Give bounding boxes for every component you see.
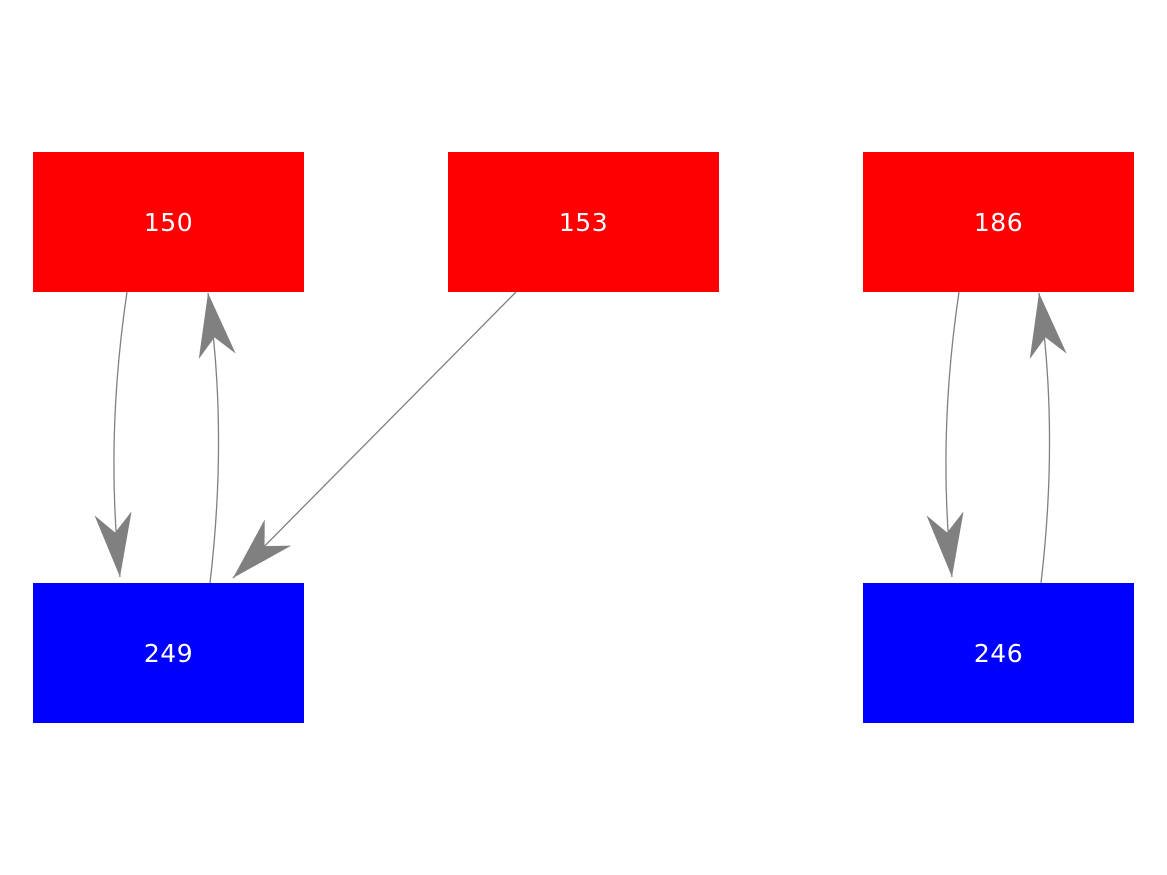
node-153: 153 [448, 152, 719, 292]
edge-246-to-186 [1029, 292, 1067, 584]
edge-153-to-249 [232, 291, 517, 579]
node-186: 186 [863, 152, 1134, 292]
node-150-label: 150 [143, 207, 194, 237]
node-150: 150 [33, 152, 304, 292]
edge-186-to-246 [926, 291, 964, 578]
node-246-label: 246 [973, 638, 1024, 668]
node-246: 246 [863, 583, 1134, 723]
node-153-label: 153 [558, 207, 609, 237]
edge-150-to-249 [94, 291, 132, 578]
node-249-label: 249 [143, 638, 194, 668]
node-186-label: 186 [973, 207, 1024, 237]
node-249: 249 [33, 583, 304, 723]
edge-249-to-150 [198, 292, 236, 584]
